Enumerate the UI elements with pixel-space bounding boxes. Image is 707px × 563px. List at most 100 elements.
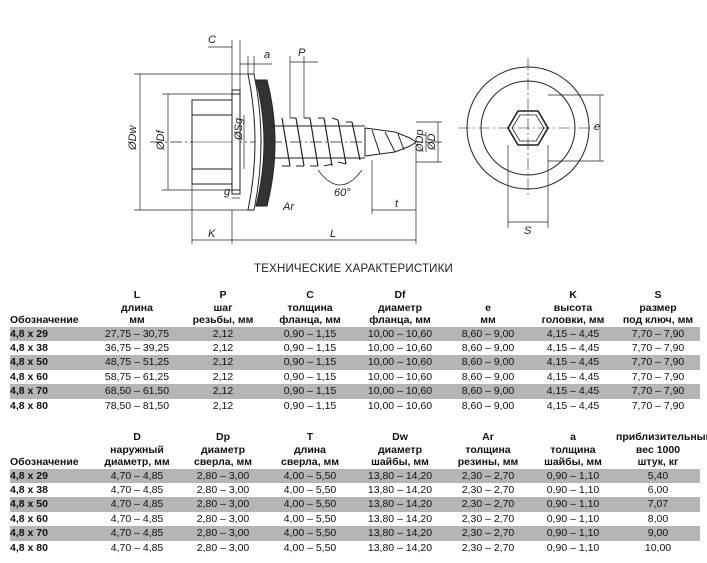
label-D: ØD xyxy=(426,133,438,151)
label-e: e xyxy=(594,121,600,133)
screw-thread xyxy=(270,117,365,167)
table-cell: 8,60 – 9,00 xyxy=(461,370,515,383)
table-cell: 2,12 xyxy=(180,326,266,341)
table-cell: 13,80 – 14,20 xyxy=(354,497,446,512)
table-cell: 8,60 – 9,00 xyxy=(461,341,515,354)
drill-tip xyxy=(364,127,417,157)
table-cell: 4,70 – 4,85 xyxy=(110,512,164,525)
table-cell: 13,80 – 14,20 xyxy=(367,512,433,525)
column-header-line: под ключ, мм xyxy=(622,314,694,326)
column-header-line: мм xyxy=(129,314,145,326)
table-cell: 2,30 – 2,70 xyxy=(461,541,515,554)
table-row: 4,8 x 60 4,70 – 4,85 2,80 – 3,00 4,00 – 5,5… xyxy=(10,512,700,526)
column-header-line: K xyxy=(569,289,577,301)
table-cell: 36,75 – 39,25 xyxy=(104,341,170,354)
table-cell: 2,80 – 3,00 xyxy=(196,512,250,525)
table-cell: 6,00 xyxy=(647,483,669,496)
screw-technical-drawing: C a P ØDw ØDf ØSg g Ar 60° t K L ØDp ØD … xyxy=(127,34,604,244)
table-cell: 48,75 – 51,25 xyxy=(94,355,180,370)
row-designation: 4,8 x 60 xyxy=(10,512,48,525)
column-header-line: фланца, мм xyxy=(279,314,341,326)
row-designation: 4,8 x 80 xyxy=(10,541,48,554)
row-designation: 4,8 x 50 xyxy=(10,497,94,512)
screw-top-view xyxy=(458,58,604,228)
table-cell: 2,80 – 3,00 xyxy=(180,526,266,541)
table-cell: 10,00 – 10,60 xyxy=(354,326,446,341)
table-cell: 2,30 – 2,70 xyxy=(446,497,530,512)
label-Dp: ØDp xyxy=(414,129,426,153)
column-header-line: Dp xyxy=(216,431,230,443)
table-cell: 13,80 – 14,20 xyxy=(354,468,446,483)
row-designation: 4,8 x 38 xyxy=(10,483,48,496)
column-header-line: e xyxy=(485,301,491,314)
table-cell: 2,80 – 3,00 xyxy=(196,483,250,496)
table-cell: 4,15 – 4,45 xyxy=(546,370,600,383)
table-cell: 4,00 – 5,50 xyxy=(266,468,354,483)
label-C: C xyxy=(208,34,216,46)
column-header-line: фланца, мм xyxy=(369,314,431,326)
table-cell: 7,70 – 7,90 xyxy=(631,341,685,354)
table-cell: 10,00 – 10,60 xyxy=(367,399,433,412)
table-cell: 8,60 – 9,00 xyxy=(461,399,515,412)
table-cell: 4,70 – 4,85 xyxy=(110,541,164,554)
column-header-line: толщина xyxy=(287,301,333,314)
table-cell: 0,90 – 1,15 xyxy=(266,355,354,370)
table-cell: 9,00 xyxy=(616,526,700,541)
column-header-line: сверла, мм xyxy=(280,456,340,468)
table-cell: 0,90 – 1,15 xyxy=(283,399,337,412)
row-designation: 4,8 x 29 xyxy=(10,468,94,483)
screw-head xyxy=(191,89,241,195)
table-cell: 8,60 – 9,00 xyxy=(446,384,530,399)
table-cell: 4,00 – 5,50 xyxy=(283,512,337,525)
table-cell: 2,30 – 2,70 xyxy=(461,483,515,496)
table-cell: 2,30 – 2,70 xyxy=(446,468,530,483)
column-header-line: высота xyxy=(553,301,593,314)
table-cell: 78,50 – 81,50 xyxy=(104,399,170,412)
label-Sg: ØSg xyxy=(233,117,245,141)
column-header-line: шайбы, мм xyxy=(371,456,429,468)
table-cell: 10,00 xyxy=(644,541,672,554)
row-designation: 4,8 x 38 xyxy=(10,341,48,354)
label-P: P xyxy=(298,47,306,59)
column-header-line: Обозначение xyxy=(10,456,79,468)
row-designation: 4,8 x 70 xyxy=(10,526,94,541)
table-cell: 7,70 – 7,90 xyxy=(631,399,685,412)
column-header-line: диаметр xyxy=(378,443,422,456)
column-header-line: Df xyxy=(394,289,406,301)
table-cell: 4,70 – 4,85 xyxy=(110,483,164,496)
label-a: a xyxy=(264,49,270,61)
column-header-line: a xyxy=(570,431,576,443)
table-cell: 4,70 – 4,85 xyxy=(94,497,180,512)
label-K: K xyxy=(208,228,216,240)
label-angle: 60° xyxy=(334,187,351,199)
row-designation: 4,8 x 60 xyxy=(10,370,48,383)
table-cell: 0,90 – 1,15 xyxy=(266,326,354,341)
column-header-line: P xyxy=(219,289,227,301)
table-cell: 0,90 – 1,10 xyxy=(546,541,600,554)
table-cell: 4,00 – 5,50 xyxy=(283,541,337,554)
table-cell: 0,90 – 1,10 xyxy=(530,497,616,512)
column-header-line: штук, кг xyxy=(637,456,679,468)
table-cell: 4,00 – 5,50 xyxy=(266,497,354,512)
row-designation: 4,8 x 29 xyxy=(10,326,94,341)
column-header: Обозначение xyxy=(10,289,94,327)
table-cell: 13,80 – 14,20 xyxy=(367,483,433,496)
column-header-line: резьбы, мм xyxy=(192,314,254,326)
table-cell: 10,00 – 10,60 xyxy=(367,341,433,354)
